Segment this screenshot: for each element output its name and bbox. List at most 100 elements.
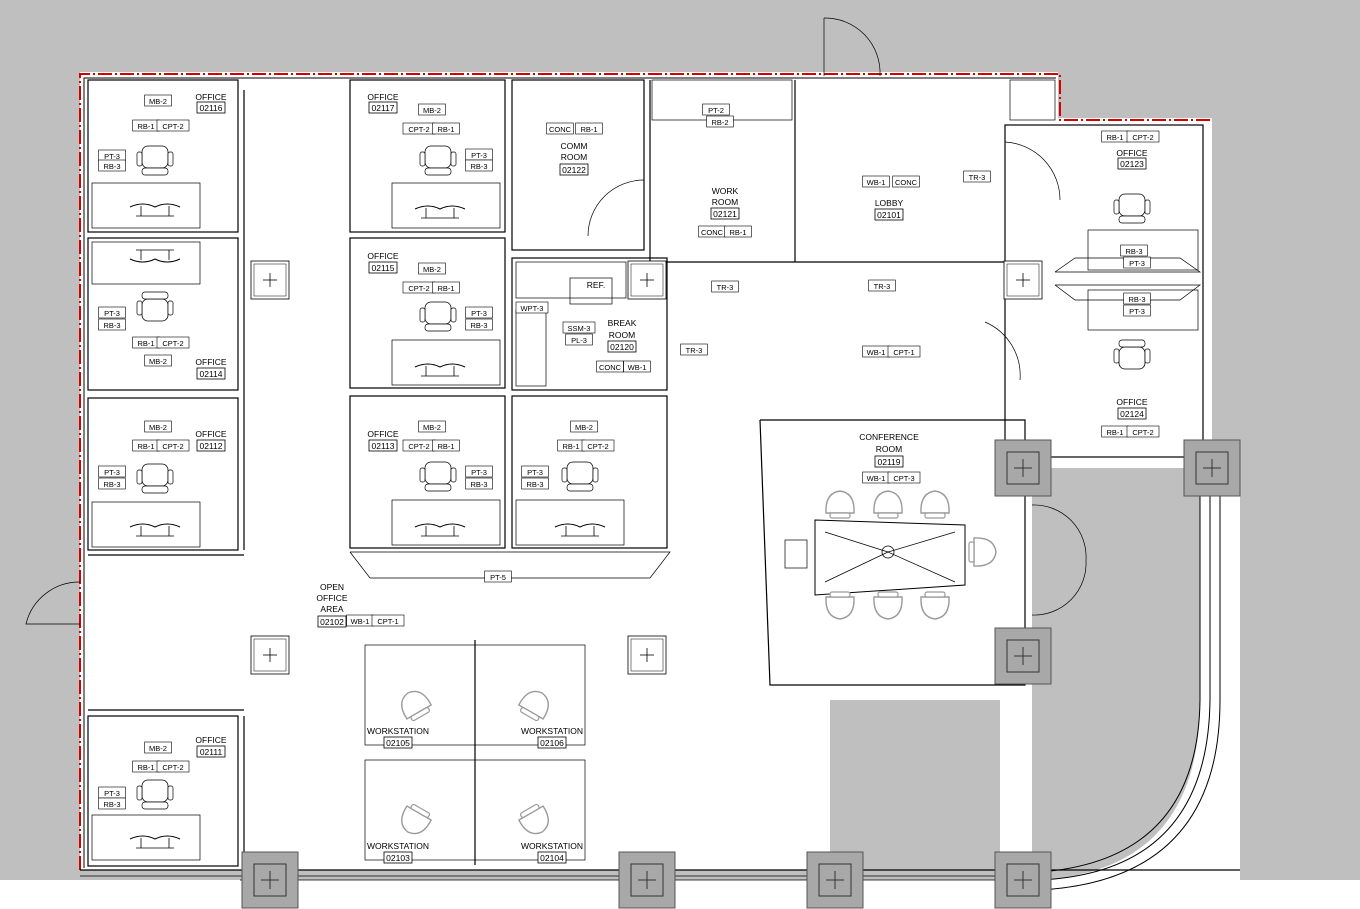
room-number: 02121 [713,209,737,219]
finish-tag-box [570,420,598,433]
finish-tag-box [892,175,920,188]
finish-tag: WPT-3 [521,304,544,313]
finish-tag-box [371,614,405,627]
room-name: BREAK [608,318,637,328]
room-name: OFFICE [367,251,398,261]
finish-tag-box [418,103,446,116]
finish-tag: WB-1 [628,363,647,372]
room-name: ROOM [876,444,902,454]
demising-boundary [79,73,1212,870]
finish-tag-box [98,159,126,172]
finish-tag-box [546,122,574,135]
finish-tag-box [156,760,190,773]
finish-tag: CPT-2 [162,442,183,451]
work-room-walls [649,79,1005,263]
finish-tag-box [575,122,603,135]
finish-tag-box [711,280,739,293]
room-number: 02124 [1120,409,1144,419]
finish-tag-box [1123,256,1151,269]
finish-tag: WB-1 [867,348,886,357]
finish-tag: PT-3 [527,468,543,477]
finish-tag: RB-1 [137,122,154,131]
finish-tag-box [1126,425,1160,438]
finish-tag-box [156,119,190,132]
finish-tag: RB-3 [103,480,120,489]
finish-tag: PT-3 [1129,259,1145,268]
finish-tag: RB-3 [103,162,120,171]
finish-tag: PT-2 [708,106,724,115]
finish-tag: MB-2 [423,106,441,115]
break-room-walls [511,257,668,391]
room-name: OFFICE [195,735,226,745]
room-number: 02123 [1120,159,1144,169]
finish-tag-box [581,439,615,452]
room-number: 02119 [877,457,900,467]
room-name: OFFICE [195,357,226,367]
finish-tag: PT-3 [104,789,120,798]
finish-tag-box [98,477,126,490]
room-name: OFFICE [367,92,398,102]
finish-tag-box [706,115,734,128]
room-number: 02112 [199,441,222,451]
finish-tag: CPT-2 [162,339,183,348]
room-number: 02120 [610,342,634,352]
finish-tag-box [432,281,460,294]
finish-tag-box [702,103,730,116]
finish-tag-box [724,225,752,238]
finish-tag: CPT-2 [587,442,608,451]
finish-tag: PT-5 [490,573,506,582]
finish-tag-box [144,94,172,107]
finish-tag: MB-2 [575,423,593,432]
finish-tag-box [98,306,126,319]
room-number: 02102 [320,617,344,627]
room-number: 02106 [540,738,564,748]
finish-tag: WB-1 [867,474,886,483]
finish-tag: RB-1 [1106,428,1123,437]
finish-tag: CPT-2 [408,125,429,134]
room-number: 02101 [877,210,901,220]
finish-tag: TR-3 [717,283,734,292]
finish-tag-box [521,465,549,478]
finish-tag: CONC [599,363,622,372]
room-number: 02104 [540,853,564,863]
finish-tag: RB-3 [103,321,120,330]
room-name: OFFICE [1116,397,1147,407]
finish-tag-box [680,343,708,356]
finish-tag: CPT-3 [893,474,914,483]
room-labels: OFFICE 02116 OFFICE 02117 COMM ROOM 0212… [195,92,1148,864]
finish-tag-box [1123,304,1151,317]
finish-tag-box [432,122,460,135]
finish-tag-box [98,797,126,810]
finish-tag: RB-1 [137,442,154,451]
finish-tag-box [144,420,172,433]
room-name: COMM [561,141,588,151]
finish-tag: CPT-2 [162,122,183,131]
room-number: 02117 [371,103,394,113]
finish-tag: PL-3 [571,336,587,345]
finish-tag: MB-2 [149,423,167,432]
refrigerator-label: REF. [587,280,605,290]
finish-tag: RB-1 [562,442,579,451]
finish-tag-box [418,262,446,275]
finish-tag: MB-2 [423,423,441,432]
finish-tag-box [1120,244,1148,257]
finish-tag: PT-3 [1129,307,1145,316]
finish-tag: PT-3 [471,309,487,318]
finish-tag-box [868,279,896,292]
room-name: CONFERENCE [859,432,919,442]
finish-tag-box [1126,130,1160,143]
finish-tag: TR-3 [686,346,703,355]
finish-tag-box [562,321,596,334]
room-name: OFFICE [1116,148,1147,158]
room-name: OFFICE [367,429,398,439]
finish-tag: CPT-2 [408,442,429,451]
room-number: 02122 [562,165,586,175]
finish-tag: SSM-3 [568,324,591,333]
finish-tag-box [465,477,493,490]
finish-tag: RB-1 [437,442,454,451]
conference-room-walls [759,419,1026,686]
finish-tag: MB-2 [149,97,167,106]
room-number: 02105 [386,738,410,748]
